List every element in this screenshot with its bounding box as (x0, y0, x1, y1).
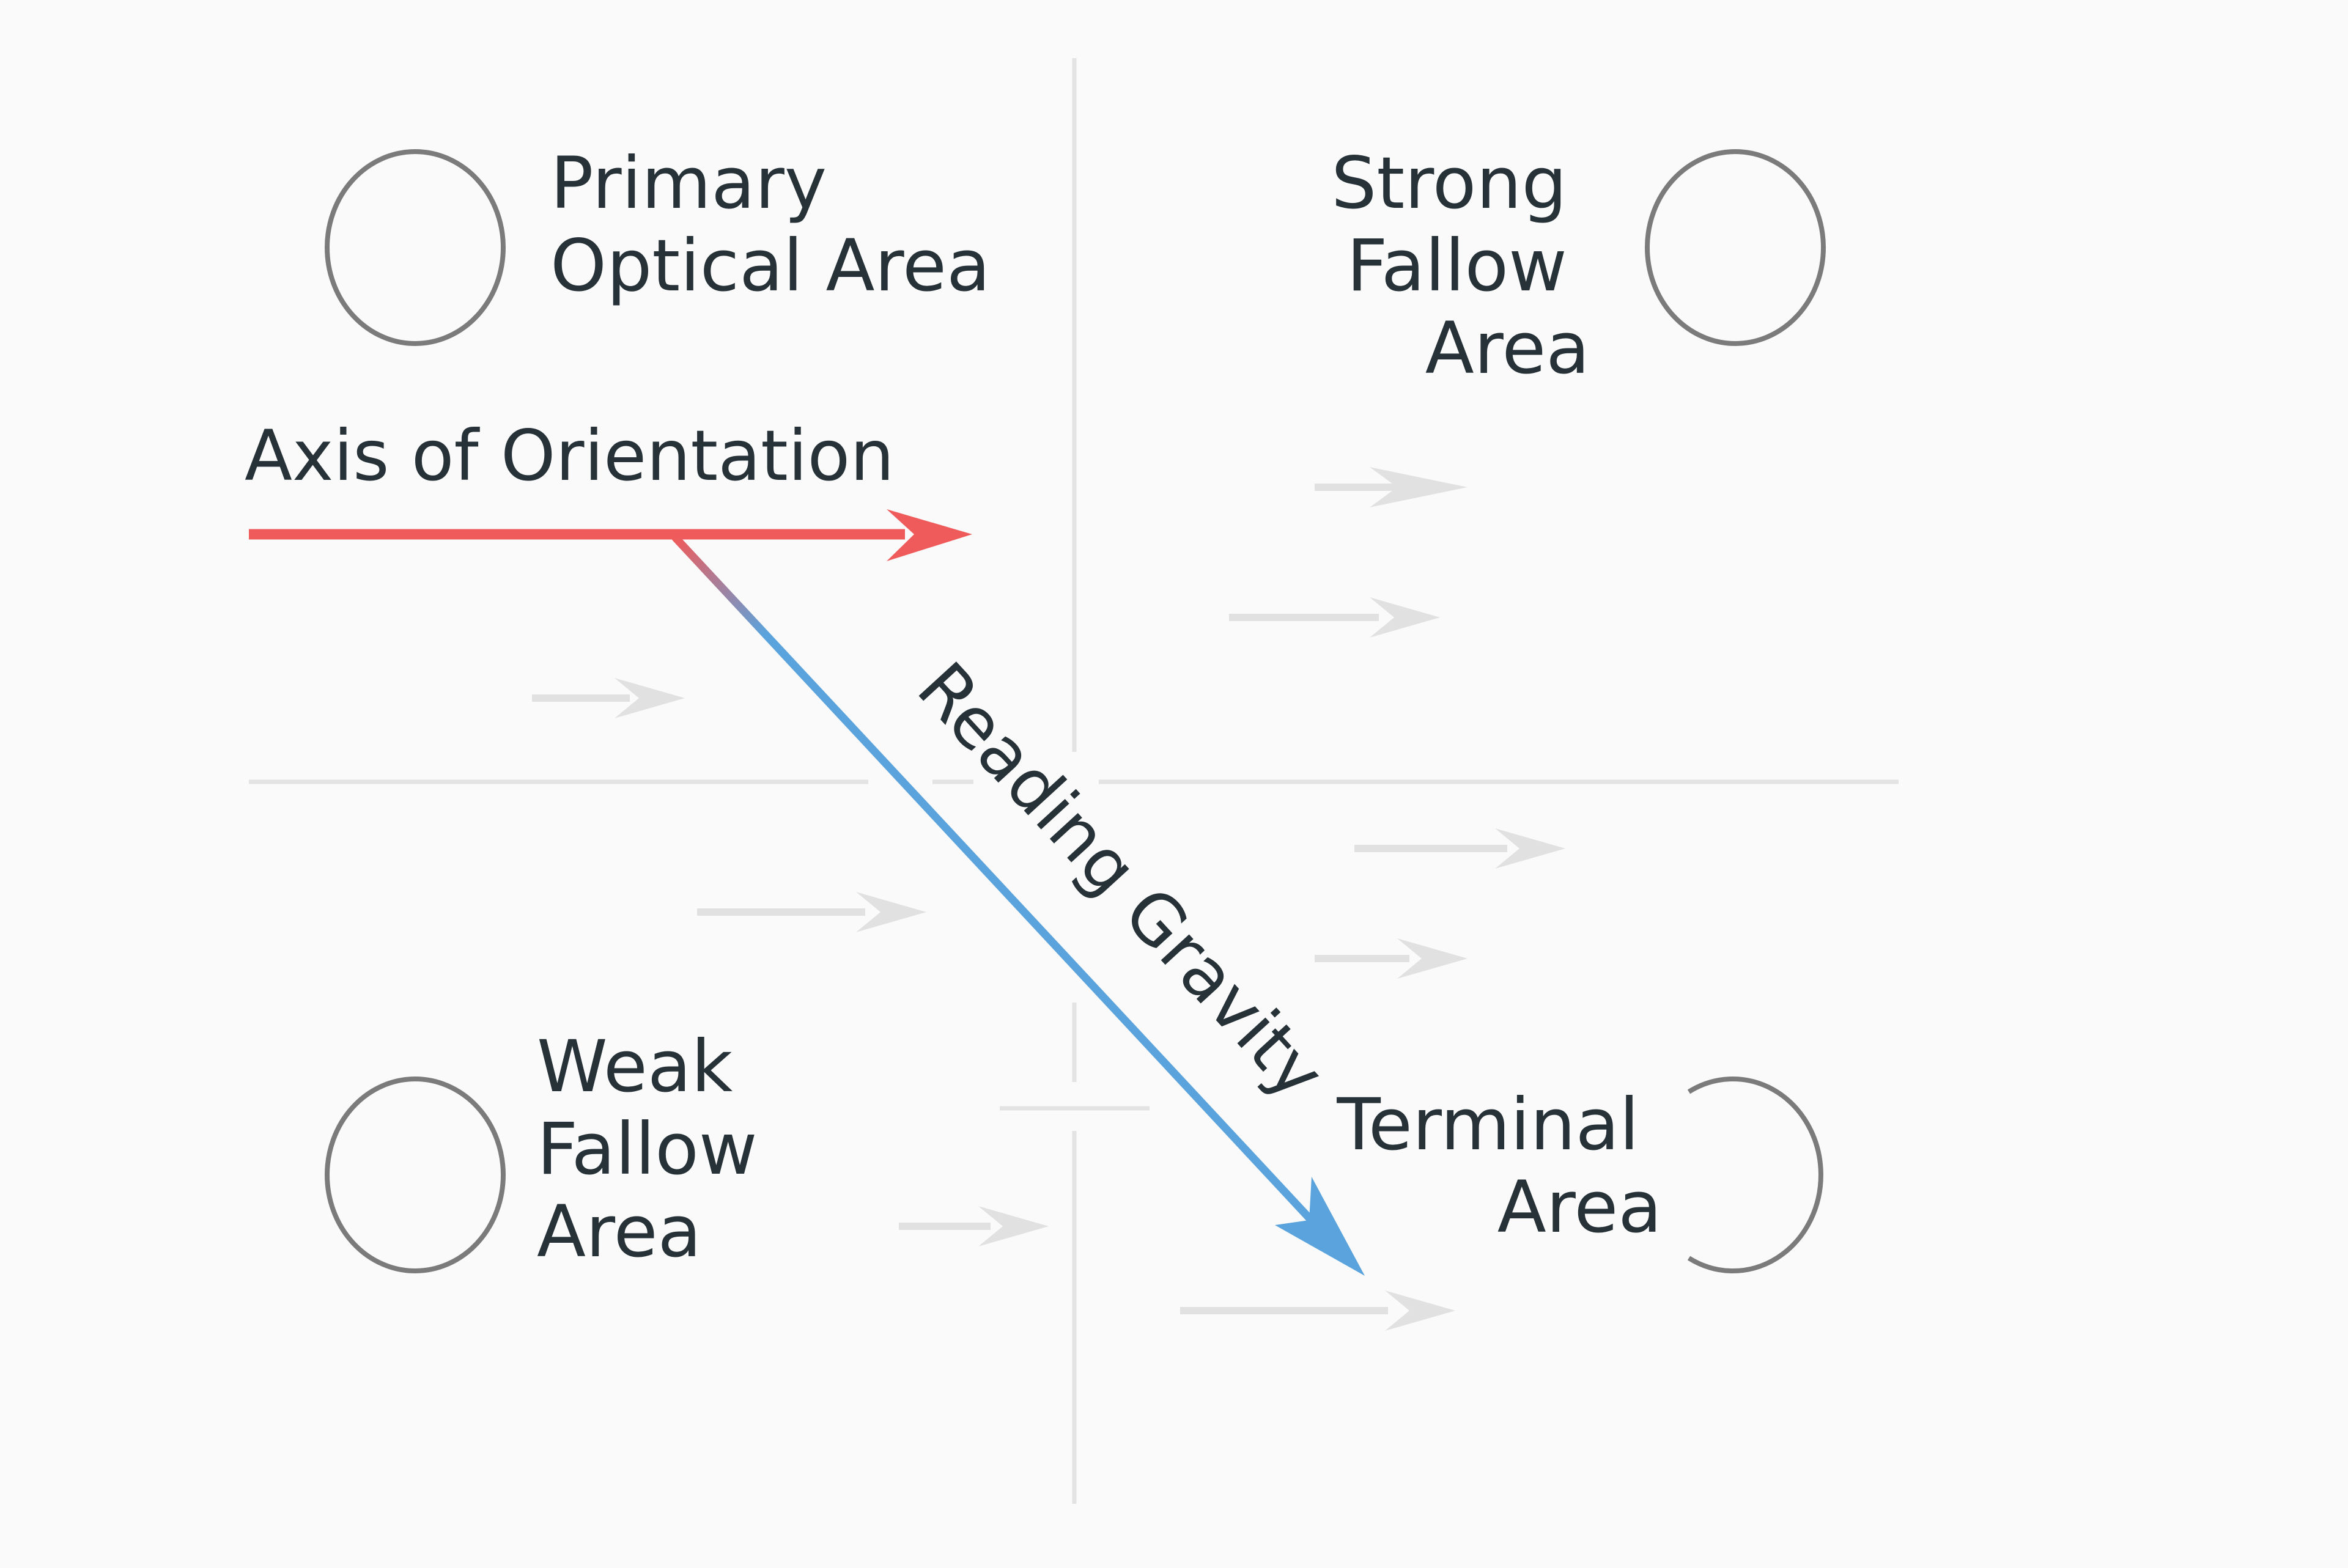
faint-arrow (532, 678, 685, 718)
faint-flow-arrows (532, 467, 1565, 1331)
faint-arrow (697, 892, 926, 932)
faint-arrow (1180, 1290, 1455, 1331)
axis-of-orientation-label: Axis of Orientation (245, 415, 894, 496)
strong-fallow-label-line3: Area (1425, 306, 1590, 390)
primary-optical-label: Primary Optical Area (550, 141, 991, 307)
primary-optical-label-line1: Primary (550, 141, 827, 225)
weak-fallow-label-line1: Weak (537, 1025, 733, 1108)
faint-arrow (899, 1206, 1049, 1246)
weak-fallow-label: Weak Fallow Area (537, 1025, 780, 1273)
faint-arrow (1315, 467, 1468, 507)
axis-of-orientation-arrow (249, 509, 972, 561)
faint-arrow (1354, 828, 1565, 869)
terminal-label: Terminal Area (1336, 1083, 1662, 1249)
primary-optical-label-line2: Optical Area (550, 224, 991, 307)
strong-fallow-label-line2: Fallow (1346, 224, 1567, 307)
strong-fallow-label: Strong Fallow Area (1331, 141, 1590, 390)
weak-fallow-label-line2: Fallow (537, 1107, 758, 1191)
strong-fallow-label-line1: Strong (1331, 141, 1567, 225)
region-circles (325, 149, 1826, 1273)
primary-optical-circle (325, 149, 506, 346)
guide-lines (249, 58, 1899, 1504)
terminal-label-line2: Area (1497, 1165, 1662, 1249)
weak-fallow-circle (325, 1077, 506, 1273)
weak-fallow-label-line3: Area (537, 1190, 701, 1273)
faint-arrow (1229, 597, 1440, 638)
strong-fallow-circle (1645, 149, 1826, 346)
terminal-label-line1: Terminal (1336, 1083, 1639, 1166)
reading-gravity-arrow (671, 534, 1365, 1276)
terminal-circle (1687, 1077, 1823, 1273)
faint-arrow (1315, 938, 1468, 979)
